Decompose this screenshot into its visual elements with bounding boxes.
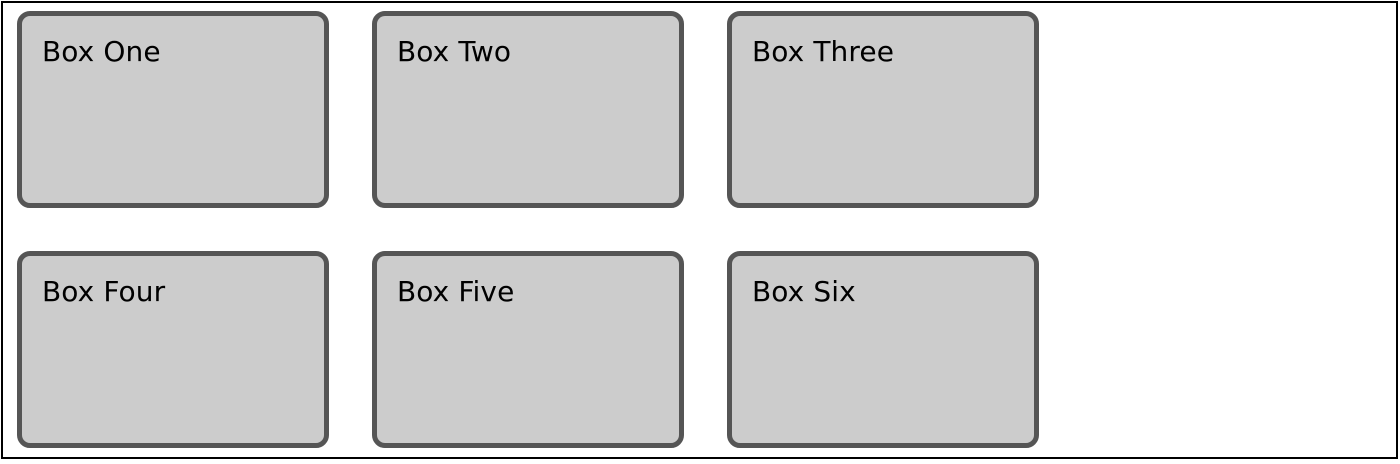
box-card-four[interactable]: Box Four [17,251,329,448]
box-label: Box One [42,35,161,68]
box-label: Box Three [752,35,895,68]
box-card-two[interactable]: Box Two [372,11,684,208]
box-label: Box Two [397,35,512,68]
box-card-six[interactable]: Box Six [727,251,1039,448]
box-card-one[interactable]: Box One [17,11,329,208]
box-label: Box Five [397,275,515,308]
box-card-five[interactable]: Box Five [372,251,684,448]
box-card-three[interactable]: Box Three [727,11,1039,208]
box-grid: Box One Box Two Box Three Box Four Box F… [17,11,1391,448]
box-label: Box Four [42,275,166,308]
box-label: Box Six [752,275,856,308]
